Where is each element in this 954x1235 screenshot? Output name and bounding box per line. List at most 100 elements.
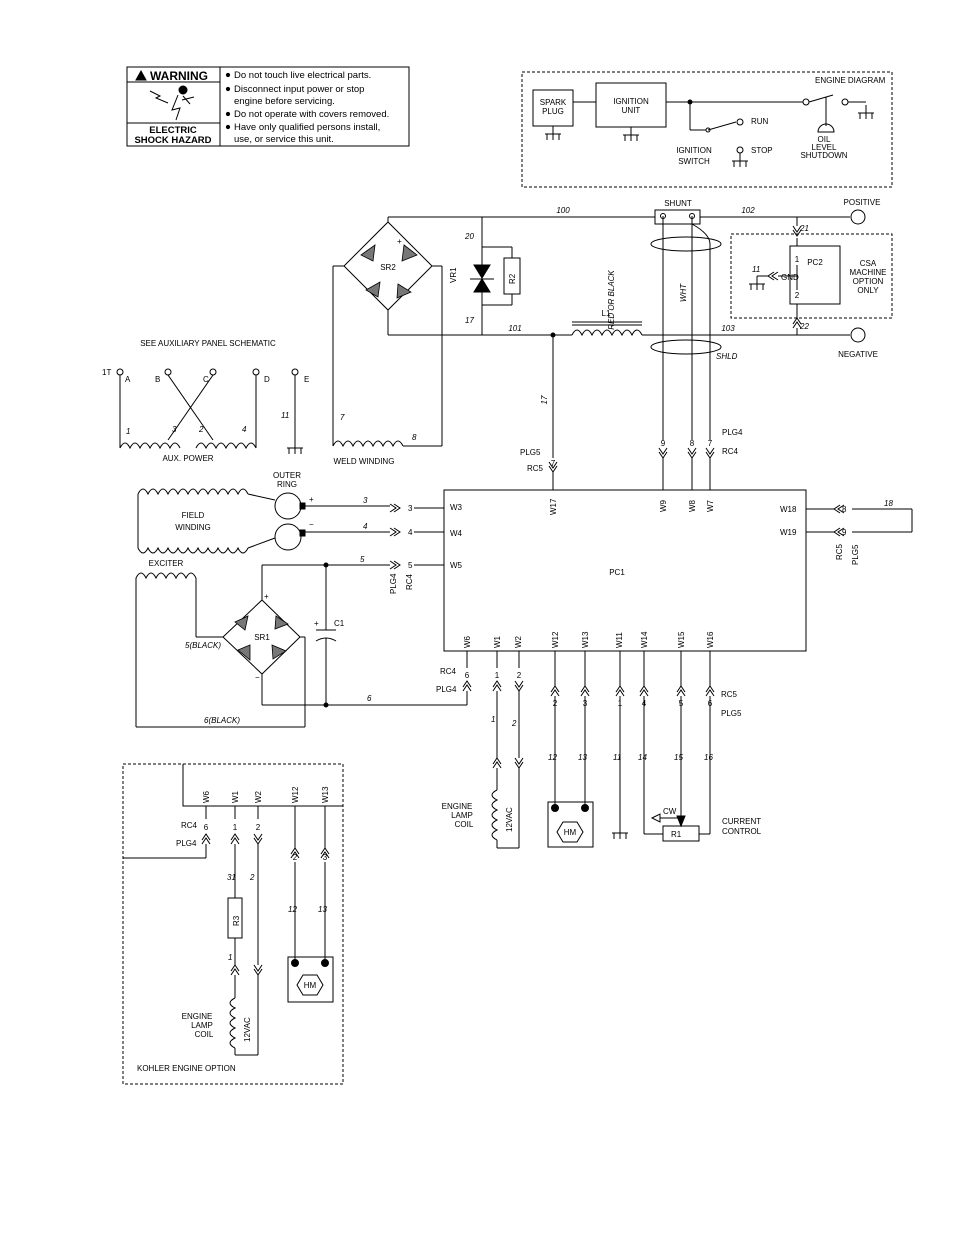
weld-winding-label: WELD WINDING xyxy=(334,457,395,466)
wire-1: 1 xyxy=(491,715,495,724)
csa-label: MACHINE xyxy=(850,268,887,277)
wire-21: 21 xyxy=(799,224,809,233)
warning-title: WARNING xyxy=(150,69,208,83)
gnd-label: GND xyxy=(781,273,799,282)
plg4-label: PLG4 xyxy=(436,685,457,694)
conn-num: 7 xyxy=(551,459,556,468)
output-circuit: 100 102 SHUNT POSITIVE L1 101 103 NEGATI… xyxy=(343,198,893,458)
wire-1: 1 xyxy=(795,255,800,264)
conn-num: 6 xyxy=(204,823,209,832)
wire-101: 101 xyxy=(508,324,521,333)
wire-1: 1 xyxy=(228,953,232,962)
pin-w1: W1 xyxy=(231,790,240,803)
bridge-sr2: SR2 + xyxy=(343,217,433,335)
aux-power-label: AUX. POWER xyxy=(162,454,213,463)
plg5-label: PLG5 xyxy=(851,544,860,565)
warning-item: Have only qualified persons install, xyxy=(234,122,380,133)
engine-lamp-coil-label: COIL xyxy=(455,820,474,829)
engine-diagram-title: ENGINE DIAGRAM xyxy=(815,76,886,85)
wht-label: WHT xyxy=(679,283,688,302)
warning-triangle-icon xyxy=(135,69,147,81)
aux-power-section: SEE AUXILIARY PANEL SCHEMATIC 1T A B C D… xyxy=(102,265,443,466)
weld-wire-7: 7 xyxy=(340,413,345,422)
conn-num: 9 xyxy=(661,439,666,448)
pc1-label: PC1 xyxy=(609,568,625,577)
pin-w9: W9 xyxy=(659,499,668,512)
csa-label: OPTION xyxy=(853,277,884,286)
conn-num: 2 xyxy=(256,823,261,832)
black-6-label: 6(BLACK) xyxy=(204,716,240,725)
warning-item: Do not touch live electrical parts. xyxy=(234,70,371,81)
plus-sign: + xyxy=(309,495,314,504)
pin-w6: W6 xyxy=(463,635,472,648)
vac-label: 12VAC xyxy=(505,807,514,832)
hm-label: HM xyxy=(564,828,577,837)
rc5-label: RC5 xyxy=(721,690,738,699)
outer-ring-label: OUTER xyxy=(273,471,301,480)
plg4-label: PLG4 xyxy=(389,573,398,594)
conn-num: 3 xyxy=(323,853,328,862)
pin-w1: W1 xyxy=(493,635,502,648)
l1-label: L1 xyxy=(602,309,611,318)
wire-13: 13 xyxy=(578,753,587,762)
slip-ring xyxy=(274,523,302,551)
aux-panel-note: SEE AUXILIARY PANEL SCHEMATIC xyxy=(140,339,276,348)
hazard-line2: SHOCK HAZARD xyxy=(134,135,211,146)
warning-item: engine before servicing. xyxy=(234,96,335,107)
sr1-label: SR1 xyxy=(254,633,270,642)
wire-18: 18 xyxy=(884,499,893,508)
warning-item: use, or service this unit. xyxy=(234,134,334,145)
kohler-option: KOHLER ENGINE OPTION W6 W1 W2 W12 W13 6 … xyxy=(122,763,344,1085)
field-winding-label: FIELD xyxy=(182,511,205,520)
rc4-label: RC4 xyxy=(405,573,414,590)
bottom-circuits: 1 2 ENGINE LAMP COIL 12VAC 12 13 HM 11 R… xyxy=(442,691,762,849)
wire-14: 14 xyxy=(638,753,647,762)
svg-text:+: + xyxy=(264,592,269,601)
plg4-label: PLG4 xyxy=(176,839,197,848)
oil-label: OIL xyxy=(818,135,831,144)
csa-option-box xyxy=(730,233,893,319)
inductor-l1 xyxy=(571,329,643,337)
red-or-black-label: RED OR BLACK xyxy=(607,270,616,330)
field-wire-4: 4 xyxy=(363,522,368,531)
pin-w4: W4 xyxy=(450,529,463,538)
wire-31: 31 xyxy=(227,873,236,882)
negative-label: NEGATIVE xyxy=(838,350,878,359)
wire-103: 103 xyxy=(721,324,735,333)
svg-text:+: + xyxy=(314,619,319,628)
varistor-vr1 xyxy=(473,264,491,293)
pin-w16: W16 xyxy=(706,631,715,648)
terminal-d: D xyxy=(264,375,270,384)
oil-label: SHUTDOWN xyxy=(800,151,847,160)
terminal-prefix: 1T xyxy=(102,368,111,377)
pin-w11: W11 xyxy=(615,632,624,648)
current-control-label: CURRENT xyxy=(722,817,761,826)
aux-wire-2: 2 xyxy=(198,425,204,434)
shunt xyxy=(654,209,701,225)
pin-w18: W18 xyxy=(780,505,797,514)
conn-num: 1 xyxy=(233,823,238,832)
wire-2: 2 xyxy=(795,291,800,300)
hour-meter xyxy=(287,956,334,1003)
field-exciter-section: FIELD WINDING OUTER RING + − 3 4 EXCITER… xyxy=(135,471,467,728)
wire-11: 11 xyxy=(613,753,621,762)
conn-num: 8 xyxy=(842,505,847,514)
conn-num: 1 xyxy=(495,671,500,680)
warning-item: Disconnect input power or stop xyxy=(234,84,364,95)
terminal-b: B xyxy=(155,375,160,384)
wire-2: 2 xyxy=(511,719,517,728)
rc4-label: RC4 xyxy=(722,447,739,456)
connectors: 3 4 5 PLG4 RC4 PLG5 RC5 7 9 8 7 PLG4 RC4… xyxy=(389,428,913,718)
hour-meter-icon xyxy=(296,974,324,996)
ignition-unit-label: IGNITION xyxy=(613,97,649,106)
weld-wire-8: 8 xyxy=(412,433,417,442)
terminal-e: E xyxy=(304,375,309,384)
sr2-label: SR2 xyxy=(380,263,396,272)
shld-label: SHLD xyxy=(716,352,738,361)
slip-ring xyxy=(274,492,302,520)
warning-items: Do not touch live electrical parts. Disc… xyxy=(225,70,389,145)
engine-lamp-coil-label: LAMP xyxy=(191,1021,213,1030)
spark-plug-label: SPARK xyxy=(540,98,567,107)
conn-num: 9 xyxy=(842,528,847,537)
outer-ring-label: RING xyxy=(277,480,297,489)
